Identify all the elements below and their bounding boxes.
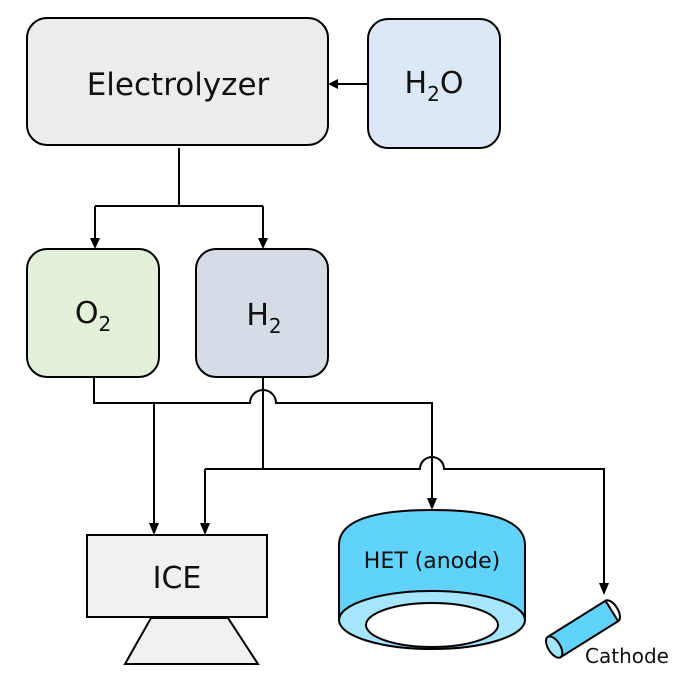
cathode-label: Cathode (585, 644, 669, 668)
water-label: H2O (405, 66, 464, 106)
hydrogen-label-main: H (246, 298, 269, 333)
ice-box (86, 534, 268, 618)
wire-electrolyzer-split (94, 148, 264, 240)
hydrogen-label-sub: 2 (269, 314, 282, 338)
oxygen-node: O2 (26, 248, 160, 378)
arrowhead-ice-hydrogen (200, 523, 210, 535)
oxygen-label: O2 (75, 296, 111, 336)
water-node: H2O (367, 18, 501, 149)
arrowhead-ice-oxygen (149, 523, 159, 535)
het-body (338, 508, 526, 621)
arrowhead-cathode (599, 583, 609, 595)
oxygen-label-sub: 2 (98, 312, 111, 336)
ice-node: ICE (86, 534, 268, 665)
arrowhead-het (427, 498, 437, 510)
hydrogen-label: H2 (246, 298, 281, 338)
het-anode-node: HET (anode) (338, 508, 526, 650)
arrowhead-hydrogen (258, 238, 268, 249)
cathode-end (545, 635, 564, 659)
electrolyzer-label: Electrolyzer (87, 67, 270, 103)
oxygen-label-main: O (75, 296, 99, 331)
wire-hydrogen-to-cathode (205, 377, 605, 585)
ice-label: ICE (153, 561, 202, 596)
cathode-far-end (604, 599, 621, 623)
hydrogen-node: H2 (195, 248, 329, 378)
water-label-tail: O (440, 66, 464, 101)
het-hole (365, 602, 499, 648)
arrowhead-electrolyzer (328, 79, 338, 89)
water-label-main: H (405, 66, 428, 101)
het-label: HET (anode) (364, 549, 500, 574)
cathode-node (545, 599, 621, 659)
electrolyzer-node: Electrolyzer (26, 17, 329, 146)
ice-base (123, 617, 260, 665)
water-label-sub: 2 (427, 82, 440, 106)
connectors (90, 79, 609, 595)
arrowhead-oxygen (90, 238, 100, 249)
electrolyzer-box (26, 17, 329, 146)
